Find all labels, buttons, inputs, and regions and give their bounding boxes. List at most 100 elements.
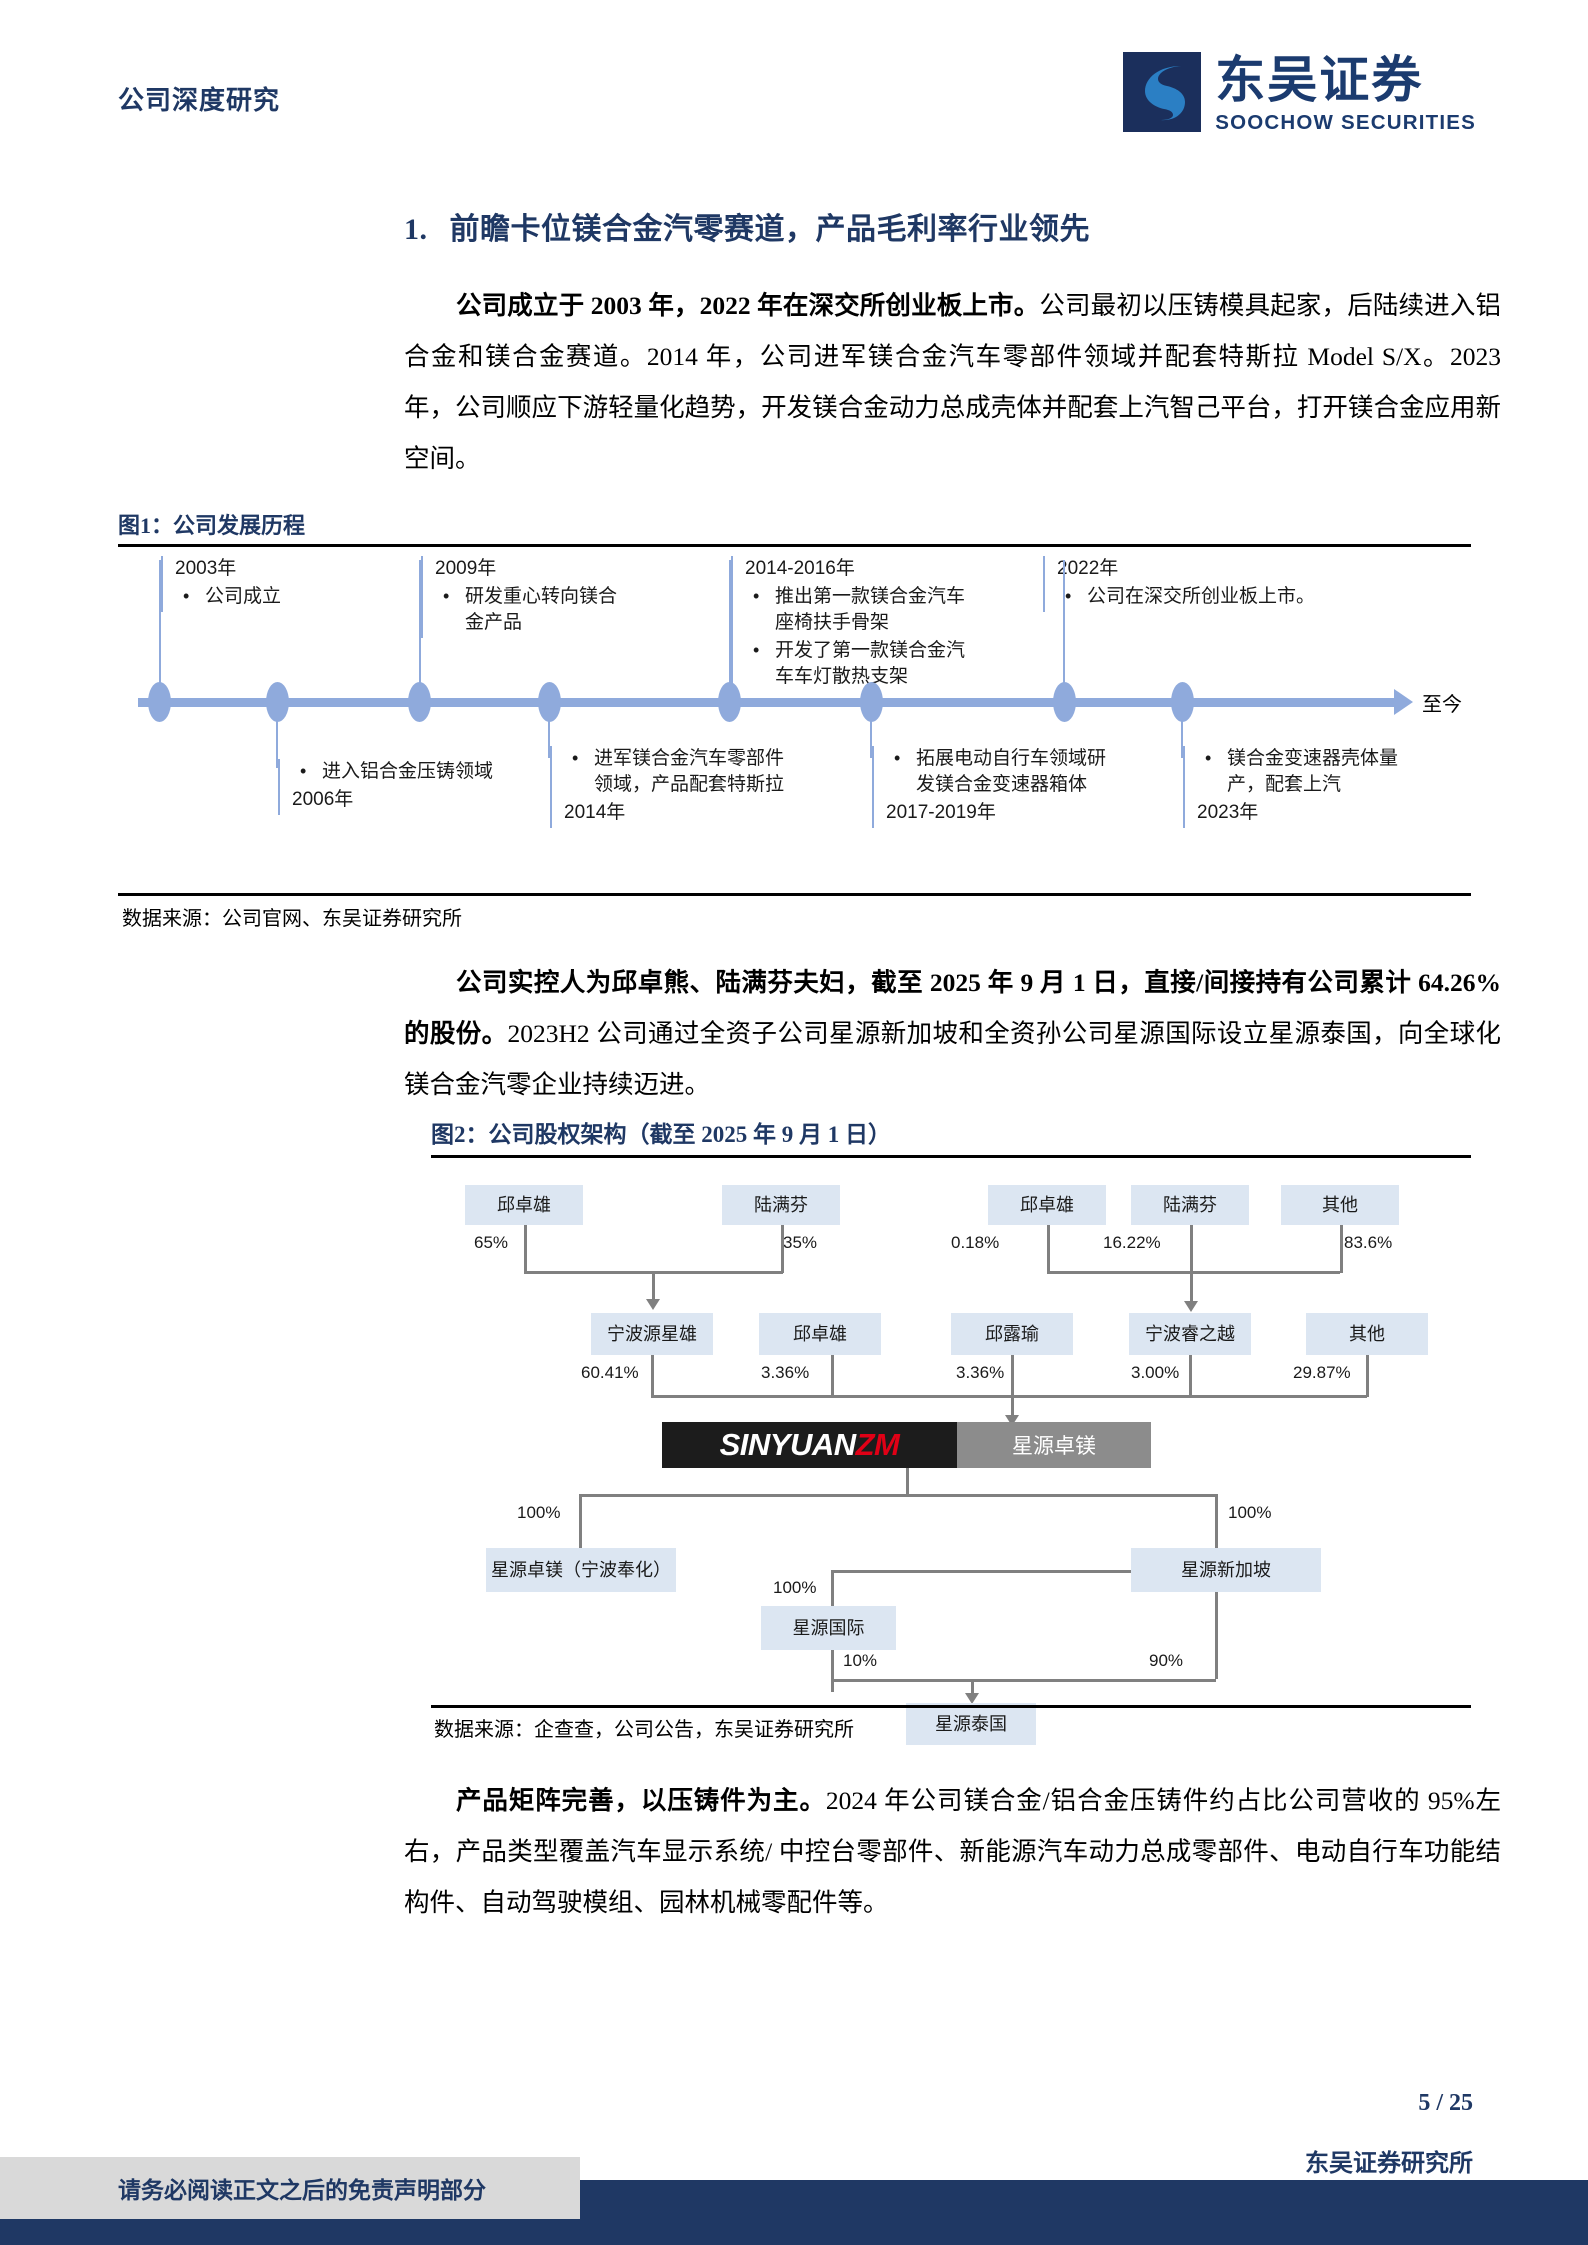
org-pct-sub-3-left: 10% — [843, 1651, 878, 1670]
paragraph-product-matrix: 产品矩阵完善，以压铸件为主。2024 年公司镁合金/铝合金压铸件约占比公司营收的… — [404, 1775, 1501, 1928]
timeline-stem — [159, 560, 161, 684]
timeline-stem — [729, 560, 731, 684]
org-node-sub-singapore: 星源新加坡 — [1131, 1548, 1321, 1592]
milestone-item: 拓展电动自行车领域研发镁合金变速器箱体 — [886, 745, 1122, 798]
timeline-milestone-2006: 进入铝合金压铸领域 2006年 — [278, 758, 493, 815]
org-connector — [1047, 1271, 1340, 1274]
org-pct-sub-3-right: 90% — [1149, 1651, 1184, 1670]
timeline-dot — [538, 682, 561, 722]
org-connector — [831, 1570, 1131, 1573]
brand-wordmark-red: ZM — [855, 1427, 900, 1462]
page-header: 公司深度研究 东吴证券 SOOCHOW SECURITIES — [0, 52, 1588, 148]
timeline-milestone-2023: 镁合金变速器壳体量产，配套上汽 2023年 — [1183, 745, 1433, 828]
org-connector — [906, 1468, 909, 1496]
footer-institute: 东吴证券研究所 — [1305, 2151, 1473, 2177]
org-arrow-icon — [965, 1693, 979, 1704]
exhibit2-top-rule — [431, 1155, 1471, 1158]
logo-english-name: SOOCHOW SECURITIES — [1215, 111, 1476, 134]
timeline-dot — [266, 682, 289, 722]
timeline-dot — [1171, 682, 1194, 722]
soochow-securities-logo: 东吴证券 SOOCHOW SECURITIES — [1123, 52, 1476, 135]
header-report-type: 公司深度研究 — [118, 86, 281, 115]
milestone-item: 进入铝合金压铸领域 — [292, 758, 493, 785]
org-pct-tier2-0: 60.41% — [581, 1363, 639, 1382]
timeline-stem — [1181, 706, 1183, 758]
timeline-dot — [408, 682, 431, 722]
org-pct-tier1-1: 35% — [783, 1233, 818, 1252]
milestone-year: 2014年 — [564, 802, 626, 823]
org-connector — [1011, 1395, 1014, 1421]
milestone-item: 进军镁合金汽车零部件领域，产品配套特斯拉 — [564, 745, 790, 798]
milestone-item: 公司成立 — [175, 583, 381, 610]
brand-chinese-name: 星源卓镁 — [957, 1422, 1151, 1468]
milestone-item: 推出第一款镁合金汽车座椅扶手骨架 — [745, 583, 981, 636]
org-pct-tier1-0: 65% — [474, 1233, 509, 1252]
org-node-tier2-4: 其他 — [1306, 1313, 1428, 1355]
org-connector — [1189, 1355, 1192, 1397]
org-connector — [831, 1570, 834, 1618]
timeline-axis — [138, 698, 1396, 707]
org-connector — [579, 1494, 1217, 1497]
paragraph-company-history: 公司成立于 2003 年，2022 年在深交所创业板上市。公司最初以压铸模具起家… — [404, 280, 1501, 484]
org-node-tier1-1: 陆满芬 — [722, 1185, 840, 1225]
timeline-dot — [860, 682, 883, 722]
timeline-dot — [718, 682, 741, 722]
timeline-milestone-2003: 2003年 公司成立 — [161, 556, 381, 612]
timeline-arrow-icon — [1394, 689, 1413, 715]
milestone-item: 镁合金变速器壳体量产，配套上汽 — [1197, 745, 1433, 798]
org-node-tier1-4: 其他 — [1281, 1185, 1399, 1225]
timeline-end-label: 至今 — [1422, 694, 1462, 716]
org-arrow-icon — [646, 1299, 660, 1310]
org-arrow-icon — [1184, 1301, 1198, 1312]
section-heading: 1. 前瞻卡位镁合金汽零赛道，产品毛利率行业领先 — [404, 204, 1090, 248]
org-pct-tier2-1: 3.36% — [761, 1363, 810, 1382]
page-number: 5 / 25 — [1418, 2090, 1473, 2116]
p2-bold-lead: 公司实控人为邱卓熊、陆满芬夫妇，截至 2025 年 9 月 1 日，直接/间接持… — [404, 968, 1501, 1048]
p3-bold-lead: 产品矩阵完善，以压铸件为主。 — [456, 1786, 826, 1815]
org-pct-sub-0: 100% — [517, 1503, 561, 1522]
org-node-tier1-2: 邱卓雄 — [988, 1185, 1106, 1225]
swoosh-icon — [1145, 66, 1186, 121]
org-pct-tier2-4: 29.87% — [1293, 1363, 1351, 1382]
exhibit1-title: 图1：公司发展历程 — [118, 513, 306, 538]
org-connector — [831, 1355, 834, 1397]
milestone-year: 2022年 — [1057, 558, 1119, 579]
logo-chinese-name: 东吴证券 — [1215, 52, 1424, 108]
milestone-year: 2006年 — [292, 789, 354, 810]
org-connector — [831, 1650, 834, 1692]
section-number: 1. — [404, 213, 428, 246]
timeline-stem — [419, 560, 421, 684]
org-node-tier2-1: 邱卓雄 — [759, 1313, 881, 1355]
section-title: 前瞻卡位镁合金汽零赛道，产品毛利率行业领先 — [449, 213, 1090, 246]
milestone-year: 2009年 — [435, 558, 497, 579]
org-connector — [1340, 1225, 1343, 1273]
p3-body: 2024 年公司镁合金/铝合金压铸件约占比公司营收的 95%左右，产品类型覆盖汽… — [404, 1786, 1501, 1917]
timeline-milestone-2022: 2022年 公司在深交所创业板上市。 — [1043, 556, 1323, 612]
org-pct-tier1-2: 0.18% — [951, 1233, 1000, 1252]
exhibit2-source: 数据来源：企查查，公司公告，东吴证券研究所 — [434, 1719, 854, 1741]
milestone-item: 公司在深交所创业板上市。 — [1057, 583, 1323, 610]
milestone-item: 开发了第一款镁合金汽车车灯散热支架 — [745, 637, 981, 690]
org-connector — [831, 1679, 1216, 1682]
org-node-tier1-3: 陆满芬 — [1131, 1185, 1249, 1225]
org-connector — [579, 1494, 582, 1550]
org-node-tier2-2: 邱露瑜 — [951, 1313, 1073, 1355]
footer-disclaimer-box: 请务必阅读正文之后的免责声明部分 — [0, 2157, 580, 2219]
exhibit1-bottom-rule — [118, 893, 1471, 896]
org-node-sub-thailand: 星源泰国 — [906, 1703, 1036, 1745]
timeline-dot — [148, 682, 171, 722]
org-connector — [971, 1679, 974, 1695]
timeline-stem — [548, 706, 550, 758]
org-connector — [781, 1225, 784, 1273]
org-arrow-icon — [1005, 1415, 1019, 1426]
org-node-tier2-0: 宁波源星雄 — [591, 1313, 713, 1355]
timeline-milestone-2014-2016: 2014-2016年 推出第一款镁合金汽车座椅扶手骨架 开发了第一款镁合金汽车车… — [731, 556, 981, 692]
timeline-milestone-2014: 进军镁合金汽车零部件领域，产品配套特斯拉 2014年 — [550, 745, 790, 828]
exhibit2-bottom-rule — [431, 1705, 1471, 1708]
milestone-item: 研发重心转向镁合金产品 — [435, 583, 621, 636]
milestone-year: 2023年 — [1197, 802, 1259, 823]
org-connector — [1366, 1355, 1369, 1397]
